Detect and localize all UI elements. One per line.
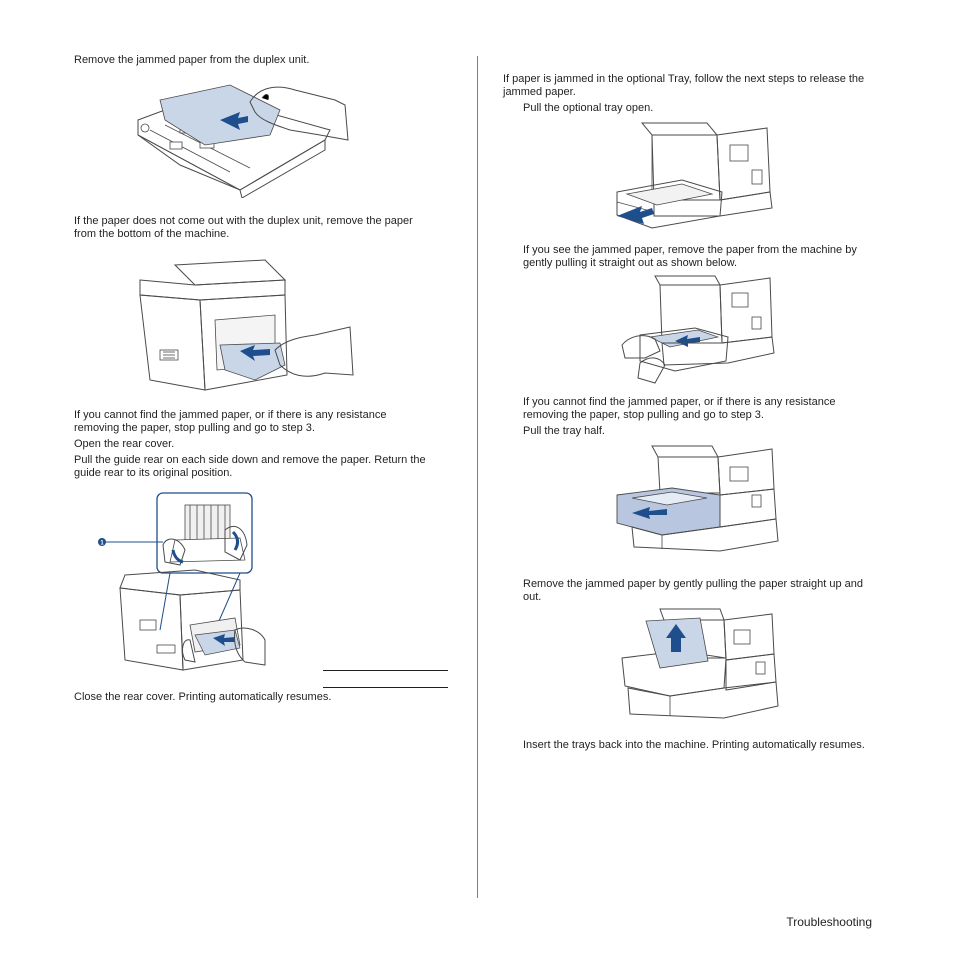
right-step-pull-optional-tray: Pull the optional tray open. [523, 102, 654, 114]
duplex-unit-illustration [137, 84, 349, 198]
jammed-paper-shape [194, 629, 241, 656]
left-step-guide-rear-line1: Pull the guide rear on each side down an… [74, 454, 426, 466]
right-step-pull-up-line1: Remove the jammed paper by gently pullin… [523, 578, 863, 590]
right-step-resistance-line2: removing the paper, stop pulling and go … [523, 409, 764, 421]
hand-icon [621, 335, 661, 359]
right-intro-line1: If paper is jammed in the optional Tray,… [503, 73, 865, 85]
paper-pull-out-illustration [621, 275, 775, 384]
blue-direction-arrow-icon [240, 345, 270, 361]
left-step-resistance-line2: removing the paper, stop pulling and go … [74, 422, 315, 434]
blue-direction-arrow-icon [213, 634, 235, 646]
blank-rule-bottom [323, 687, 448, 688]
left-step-resistance-line1: If you cannot find the jammed paper, or … [74, 409, 387, 421]
jammed-paper-shape [159, 84, 281, 146]
blue-direction-arrow-icon [231, 530, 240, 551]
hand-icon [234, 627, 266, 666]
right-step-insert-trays: Insert the trays back into the machine. … [523, 739, 865, 751]
blue-direction-arrow-icon [632, 507, 667, 519]
column-divider [477, 56, 478, 898]
optional-tray-open-illustration [616, 122, 773, 229]
footer-section-title: Troubleshooting [786, 915, 872, 929]
hand-icon [274, 326, 354, 377]
blue-direction-arrow-icon [220, 112, 248, 130]
rear-cover-guide-illustration: 1 [98, 492, 266, 671]
right-step-see-paper-line2: gently pulling it straight out as shown … [523, 257, 738, 269]
blue-direction-arrow-icon [171, 549, 184, 564]
blue-direction-arrow-icon [617, 206, 654, 224]
hand-icon [224, 526, 248, 561]
left-step-guide-rear-line2: guide rear to its original position. [74, 467, 233, 479]
callout-number: 1 [100, 541, 104, 547]
left-step-open-rear-cover: Open the rear cover. [74, 438, 175, 450]
left-step-close-rear-cover: Close the rear cover. Printing automatic… [74, 691, 332, 703]
left-step-remove-duplex-paper: Remove the jammed paper from the duplex … [74, 54, 310, 66]
right-step-pull-tray-half: Pull the tray half. [523, 425, 605, 437]
right-step-see-paper-line1: If you see the jammed paper, remove the … [523, 244, 857, 256]
right-step-pull-up-line2: out. [523, 591, 542, 603]
right-intro-line2: jammed paper. [503, 86, 576, 98]
paper-pull-up-illustration [621, 608, 779, 719]
blank-rule-top [323, 670, 448, 671]
numbered-callout-icon [98, 538, 106, 546]
left-step-bottom-line1: If the paper does not come out with the … [74, 215, 413, 227]
right-step-resistance-line1: If you cannot find the jammed paper, or … [523, 396, 836, 408]
machine-rear-bottom-illustration [139, 259, 354, 391]
hand-icon [182, 639, 196, 663]
blue-direction-arrow-icon [666, 624, 686, 652]
left-step-bottom-line2: from the bottom of the machine. [74, 228, 230, 240]
hand-icon [637, 357, 666, 384]
hand-icon [249, 86, 349, 141]
tray-half-pulled-illustration [616, 445, 779, 552]
blue-direction-arrow-icon [675, 335, 700, 347]
